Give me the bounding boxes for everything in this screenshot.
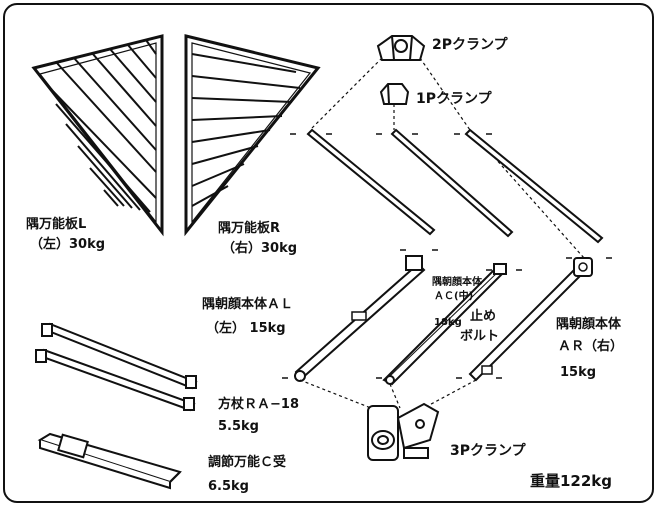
body-ac-sub: ＡＣ(中) [434, 291, 474, 302]
upper-diagonal-bars [306, 128, 604, 244]
pole-name: 方杖ＲＡ−18 [218, 397, 299, 412]
clamp-3p-label: 3Pクランプ [450, 443, 526, 459]
body-ar-sub: ＡＲ（右） [558, 339, 624, 354]
assembly-guides-bottom [299, 379, 477, 411]
body-ar-weight: 15kg [560, 365, 597, 380]
body-al-name: 隅朝顔本体ＡＬ [202, 297, 294, 312]
adjust-name: 調節万能Ｃ受 [208, 455, 287, 470]
stop-bolt-label-2: ボルト [460, 329, 500, 344]
assembly-guides-top [309, 57, 585, 259]
panel-l-name: 隅万能板L [26, 217, 87, 232]
panel-l-spec: （左）30kg [30, 237, 106, 252]
clamp-3p-drawing [367, 402, 440, 461]
clamp-2p-label: 2Pクランプ [432, 37, 508, 53]
pole-weight: 5.5kg [218, 419, 259, 434]
clamp-2p-drawing [376, 35, 426, 61]
body-ac-drawing [382, 263, 507, 386]
body-ar-drawing [468, 257, 593, 382]
clamp-1p-drawing [379, 83, 410, 105]
tick-marks [282, 133, 612, 379]
body-al-drawing [294, 255, 426, 382]
clamp-1p-label: 1Pクランプ [416, 91, 492, 107]
body-ar-name: 隅朝顔本体 [556, 317, 622, 332]
panel-r-name: 隅万能板R [218, 221, 281, 236]
body-al-spec: （左） 15kg [206, 321, 286, 336]
diagram-frame [3, 3, 654, 503]
total-weight: 重量122kg [530, 472, 613, 490]
pole-ra18-drawing [35, 322, 198, 412]
adjust-c-drawing [37, 432, 182, 490]
body-ac-weight: 18kg [434, 317, 462, 328]
stop-bolt-label-1: 止め [470, 309, 497, 324]
panel-r-spec: （右）30kg [222, 241, 298, 256]
panel-l-drawing [31, 34, 164, 237]
body-ac-name: 隅朝顔本体 [432, 277, 482, 288]
adjust-weight: 6.5kg [208, 479, 249, 494]
panel-r-drawing [184, 34, 321, 237]
